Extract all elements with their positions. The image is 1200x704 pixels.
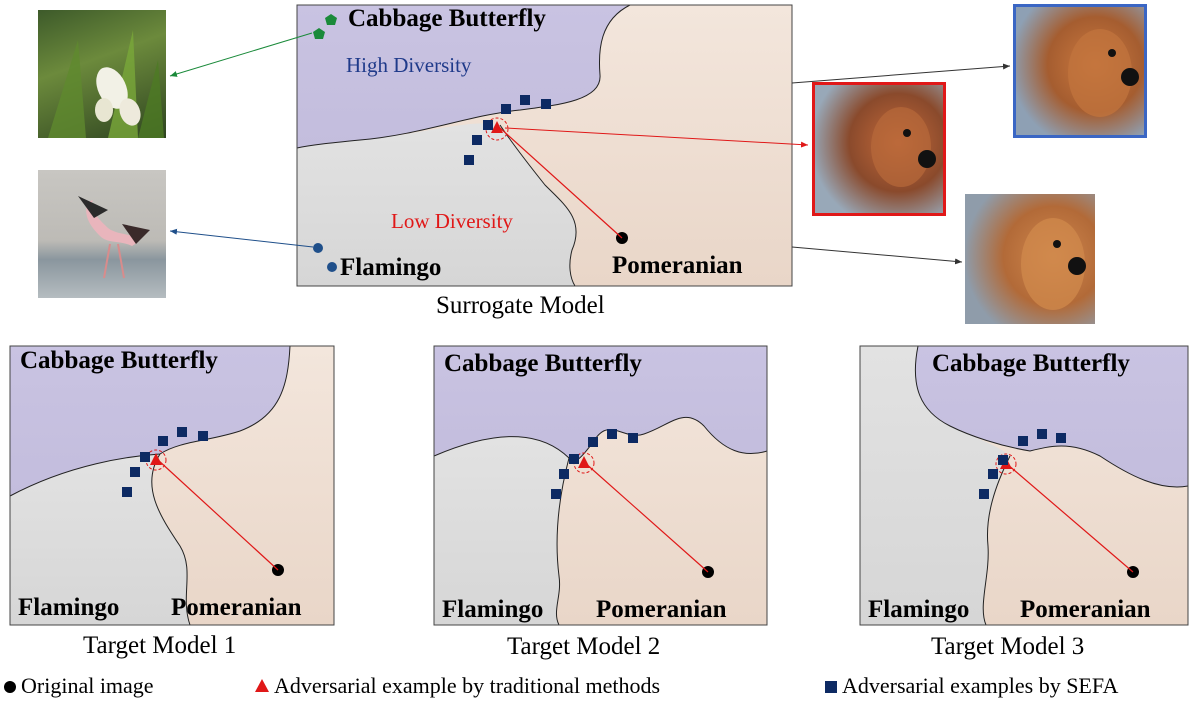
target2-pomeranian-label: Pomeranian — [596, 596, 727, 623]
surrogate-pomeranian-label: Pomeranian — [612, 252, 743, 279]
target-panel-3 — [859, 345, 1189, 626]
high-diversity-label: High Diversity — [346, 53, 472, 77]
traditional-adv-marker — [491, 121, 503, 133]
low-diversity-label: Low Diversity — [391, 209, 513, 233]
target2-flamingo-label: Flamingo — [442, 596, 544, 623]
legend-traditional-marker — [255, 679, 269, 692]
flamingo-photo — [38, 170, 166, 298]
target1-caption: Target Model 1 — [83, 632, 237, 659]
flamingo-marker — [327, 262, 337, 272]
surrogate-panel — [296, 4, 793, 287]
target1-butterfly-label: Cabbage Butterfly — [20, 347, 218, 374]
legend-traditional-label: Adversarial example by traditional metho… — [274, 673, 661, 698]
legend-sefa-marker — [825, 681, 837, 693]
target2-caption: Target Model 2 — [507, 633, 661, 660]
butterfly-marker — [313, 28, 325, 39]
legend-sefa-label: Adversarial examples by SEFA — [842, 673, 1119, 698]
legend-original-marker — [4, 681, 16, 693]
target-panel-1 — [9, 345, 335, 626]
surrogate-flamingo-label: Flamingo — [340, 254, 442, 281]
butterfly-marker — [325, 14, 337, 25]
flamingo-marker — [313, 243, 323, 253]
sefa-markers — [122, 427, 208, 497]
dog-photo-original — [965, 194, 1095, 324]
surrogate-caption: Surrogate Model — [436, 292, 605, 319]
butterfly-photo — [38, 10, 166, 138]
sefa-markers — [464, 95, 551, 165]
legend-original-label: Original image — [21, 673, 154, 698]
target1-pomeranian-label: Pomeranian — [171, 594, 302, 621]
target3-caption: Target Model 3 — [931, 633, 1085, 660]
sefa-markers — [979, 429, 1066, 499]
dog-photo-traditional — [812, 82, 946, 216]
traditional-adv-marker — [578, 456, 590, 468]
target1-flamingo-label: Flamingo — [18, 594, 120, 621]
sefa-markers — [551, 429, 638, 499]
target2-butterfly-label: Cabbage Butterfly — [444, 350, 642, 377]
surrogate-butterfly-label: Cabbage Butterfly — [348, 5, 546, 32]
target3-butterfly-label: Cabbage Butterfly — [932, 350, 1130, 377]
target-panel-2 — [433, 345, 768, 626]
traditional-adv-marker — [150, 453, 162, 465]
dog-photo-sefa — [1013, 4, 1147, 138]
target3-flamingo-label: Flamingo — [868, 596, 970, 623]
target3-pomeranian-label: Pomeranian — [1020, 596, 1151, 623]
